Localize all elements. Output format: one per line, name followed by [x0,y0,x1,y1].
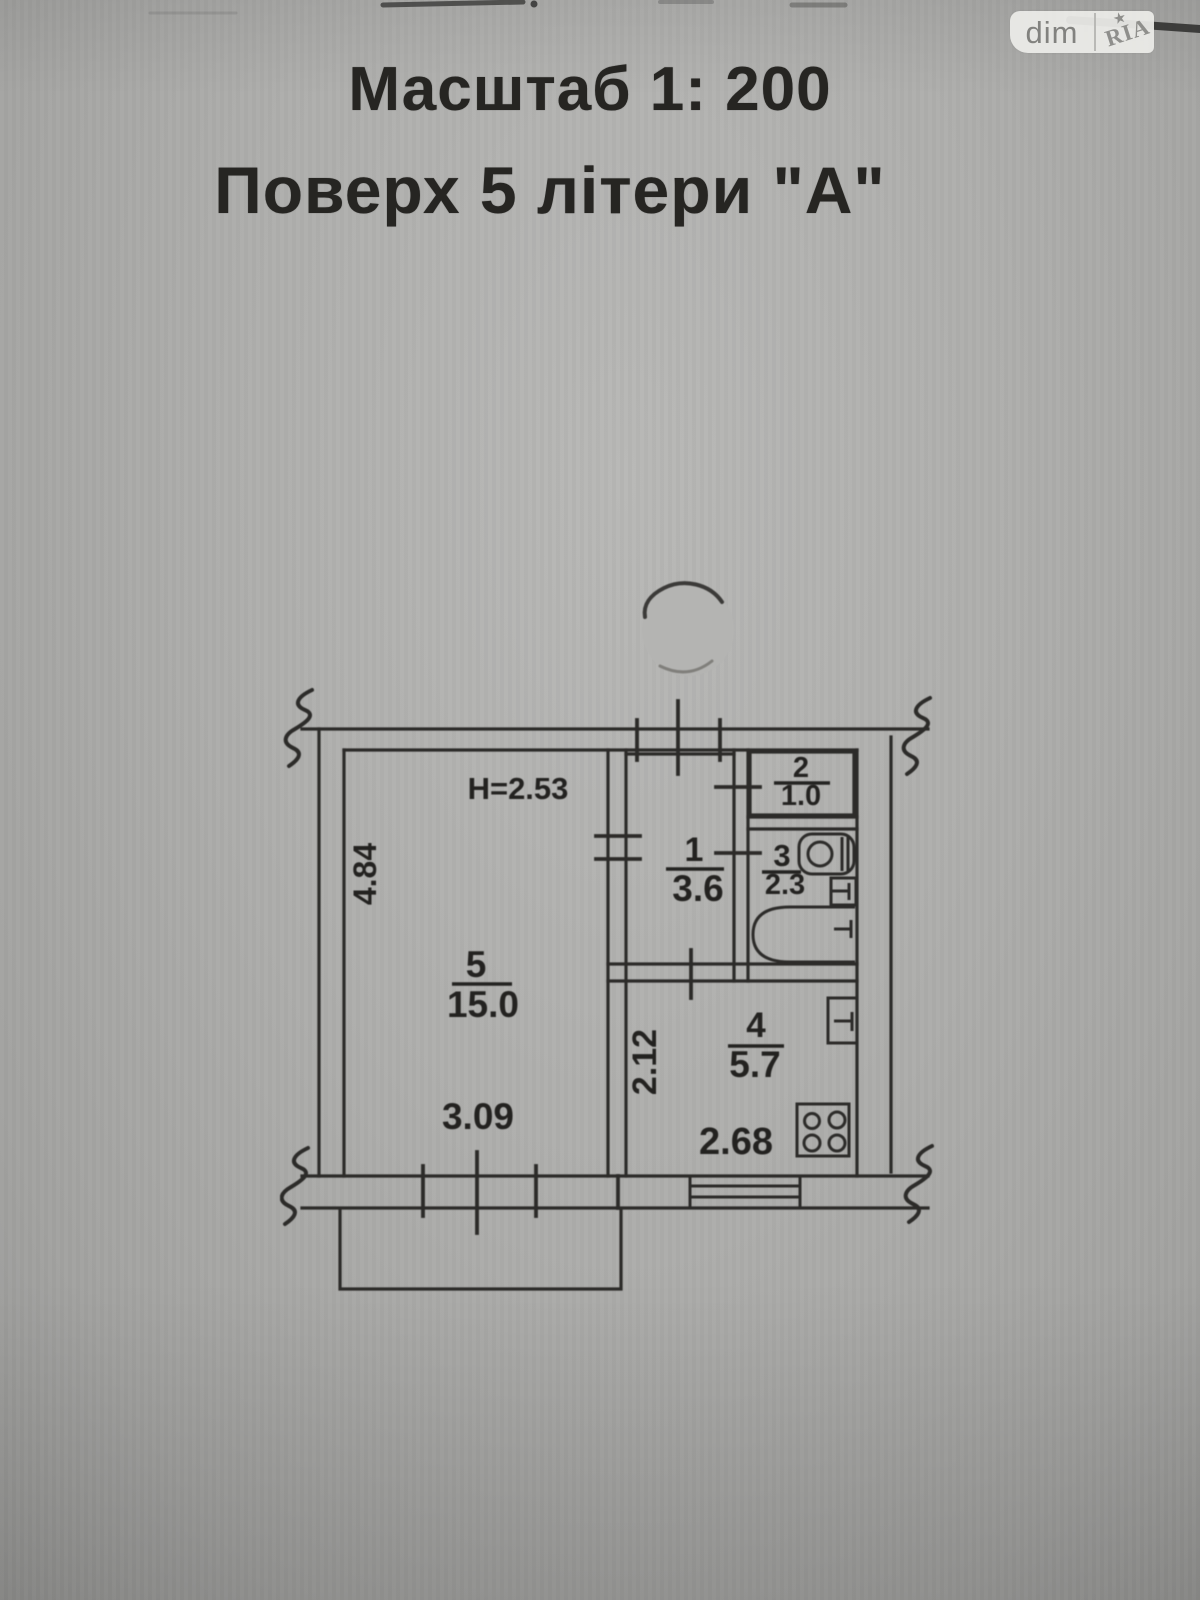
stove-burner-icon [827,1133,847,1153]
room5-area: 15.0 [447,984,519,1025]
balcony-outline [338,1208,623,1291]
watermark-ria-text: RIA [1102,13,1153,52]
room1-number: 1 [685,831,704,869]
toilet-bowl-icon [806,840,834,868]
wall-break-marks [280,688,934,1226]
floor-title: Поверх 5 літери "А" [214,153,886,227]
break-top-right [901,696,932,776]
stamp-fill [642,584,734,676]
toilet-icon [797,832,856,876]
room4-area: 5.7 [729,1044,780,1085]
break-bottom-left [280,1146,310,1226]
toilet-tank-icon [840,837,850,871]
door-and-dimension-ticks [421,699,762,1235]
room5-width-dimension: 3.09 [442,1096,514,1137]
stamp-arc-top [642,581,724,619]
room3-number: 3 [773,838,790,873]
kitchen-window [688,1176,802,1208]
room2-area: 1.0 [781,780,821,812]
redacted-stamp-circle [642,581,734,676]
dimria-watermark: dim ★ RIA [1010,9,1154,53]
bathtub-icon [751,905,855,964]
break-bottom-right [903,1144,934,1224]
watermark-dim-text: dim [1025,14,1079,50]
stove-burner-icon [802,1133,822,1153]
wc-room-outline [748,750,856,817]
kitchen-sink-icon [826,996,859,1045]
scan-artifact-dot [530,0,538,8]
kitchen-sink-tap-icon [834,1012,854,1031]
stove-burner-icon [827,1110,847,1130]
ceiling-height-label: Н=2.53 [468,771,569,806]
scan-artifact-line [380,0,526,8]
bath-sink-tap-icon [831,883,851,900]
room1-area: 3.6 [672,868,723,909]
stove-icon [795,1102,851,1158]
stove-burner-icon [803,1112,821,1130]
room5-number: 5 [466,944,487,985]
watermark-dim-cell: dim [1010,11,1094,53]
watermark-ria-cell: ★ RIA [1096,9,1154,53]
bath-tap-icon [834,920,853,938]
floorplan-drawing: Н=2.53 4.84 5 15.0 3.09 1 3.6 2 1.0 3 2.… [280,581,934,1291]
room4-number: 4 [746,1006,766,1045]
room3-area: 2.3 [765,869,805,901]
fraction-lines [452,781,830,1048]
fixtures [751,832,859,1158]
watermark-divider [1094,13,1096,51]
break-top-left [283,688,314,768]
left-wall-dimension: 4.84 [347,843,383,905]
scale-title: Масштаб 1: 200 [348,55,832,124]
room2-number: 2 [793,752,809,784]
kitchen-width-dimension: 2.68 [699,1121,773,1163]
kitchen-depth-dimension: 2.12 [626,1029,664,1095]
stamp-arc-bottom [658,659,714,674]
